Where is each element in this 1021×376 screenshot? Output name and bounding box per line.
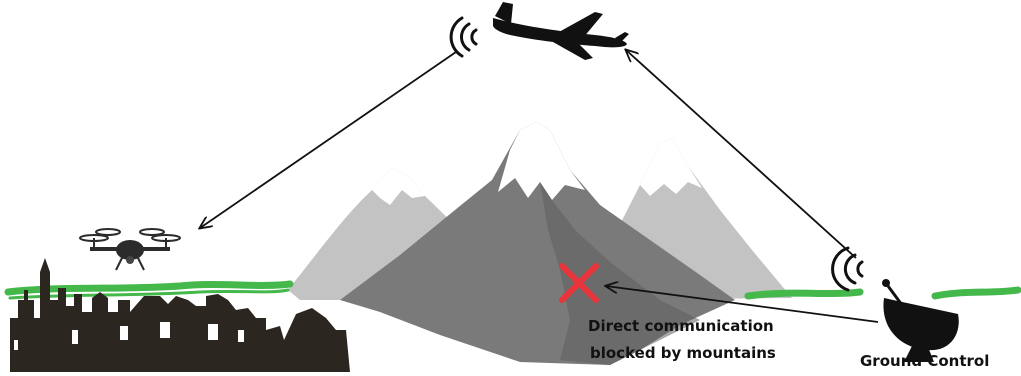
dish-signal-waves-icon [833, 248, 862, 290]
city-skyline [10, 258, 350, 372]
blocked-caption-line1: Direct communication [588, 317, 774, 335]
signal-waves-icon [451, 18, 476, 56]
ground-strip-right [748, 292, 860, 296]
ground-strip-right-2 [935, 290, 1018, 296]
ground-control-label: Ground Control [860, 352, 989, 370]
blocked-caption-line2: blocked by mountains [590, 344, 776, 362]
drone-icon [80, 229, 180, 270]
airplane-icon [493, 2, 629, 60]
